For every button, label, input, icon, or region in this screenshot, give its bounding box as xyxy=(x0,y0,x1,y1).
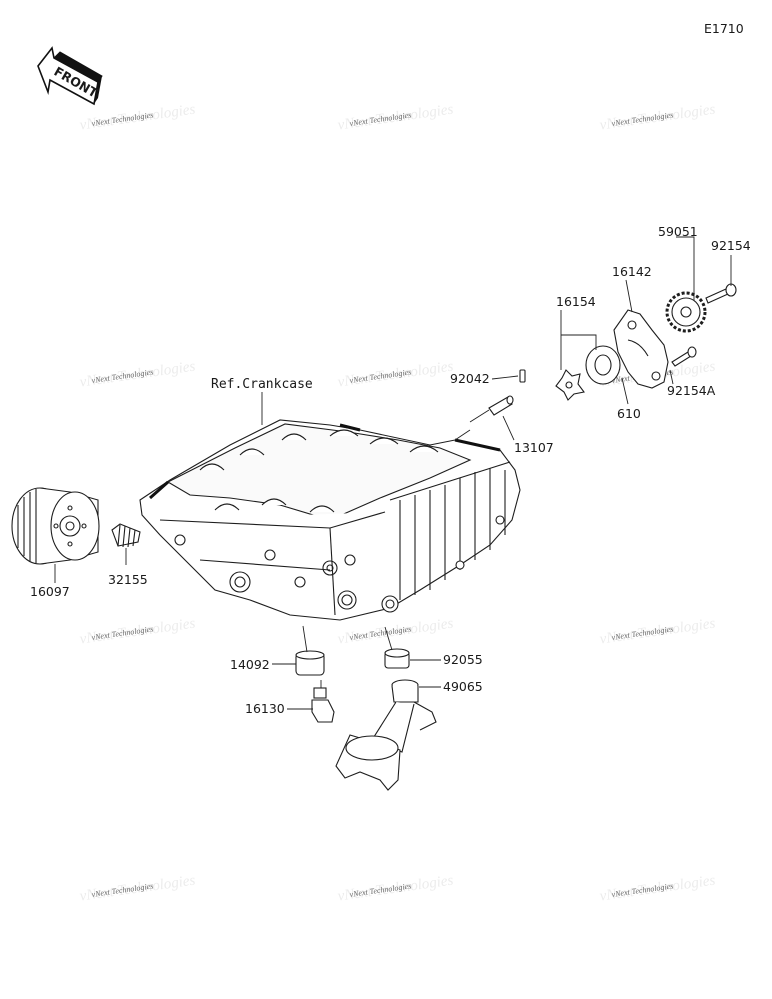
reference-label-crankcase: Ref.Crankcase xyxy=(211,377,313,392)
pump-rotor-drawing xyxy=(585,345,621,385)
part-label-92055: 92055 xyxy=(443,652,483,667)
filter-fitting-drawing xyxy=(111,523,141,548)
shaft-drawing xyxy=(454,395,514,441)
part-label-16154: 16154 xyxy=(556,294,596,309)
oil-strainer-drawing xyxy=(335,679,437,791)
relief-valve-drawing xyxy=(311,687,335,723)
part-label-13107: 13107 xyxy=(514,440,554,455)
part-label-92042: 92042 xyxy=(450,371,490,386)
bolt-drawing xyxy=(705,283,737,304)
part-label-16097: 16097 xyxy=(30,584,70,599)
part-label-16130: 16130 xyxy=(245,701,285,716)
crankcase-drawing xyxy=(139,419,521,621)
pump-cover-drawing xyxy=(613,309,669,389)
part-label-92154a: 92154A xyxy=(667,383,716,398)
bolt-a-drawing xyxy=(671,346,697,367)
diagram-code: E1710 xyxy=(704,21,744,36)
inner-rotor-drawing xyxy=(555,369,585,401)
front-arrow-icon: FRONT xyxy=(37,46,103,106)
callout-labels: 92154 59051 16142 16154 92042 610 92154A… xyxy=(30,224,751,716)
part-label-49065: 49065 xyxy=(443,679,483,694)
part-label-610: 610 xyxy=(617,406,641,421)
pin-drawing xyxy=(519,369,526,383)
part-label-59051: 59051 xyxy=(658,224,698,239)
part-label-14092: 14092 xyxy=(230,657,270,672)
part-label-32155: 32155 xyxy=(108,572,148,587)
sprocket-drawing xyxy=(665,291,707,333)
part-label-16142: 16142 xyxy=(612,264,652,279)
seal-drawing xyxy=(384,648,410,669)
oil-filter-drawing xyxy=(11,487,100,565)
part-label-92154: 92154 xyxy=(711,238,751,253)
bushing-drawing xyxy=(295,650,325,676)
leader-lines xyxy=(54,236,732,710)
